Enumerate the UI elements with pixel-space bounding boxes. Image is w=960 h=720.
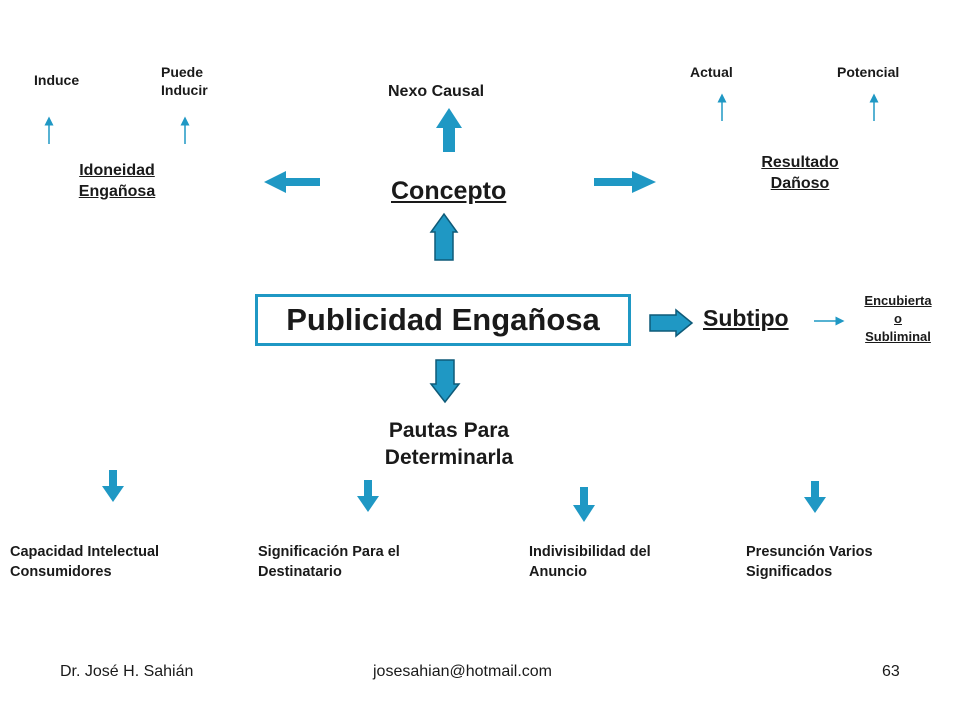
subtipo-line1: Encubierta — [864, 293, 932, 308]
arrow-down-item-3 — [573, 487, 595, 522]
resultado-danoso-label: Resultado Dañoso — [740, 153, 860, 195]
puede-line1: Puede — [161, 64, 204, 80]
pauta-item-2-line1: Significación Para el — [258, 544, 400, 560]
footer-email: josesahian@hotmail.com — [373, 663, 552, 680]
pauta-item-significacion: Significación Para el Destinatario — [258, 543, 400, 582]
arrow-left-idoneidad — [264, 171, 320, 193]
puede-line2: Inducir — [161, 81, 208, 98]
pauta-item-1-line1: Capacidad Intelectual — [10, 544, 160, 560]
block-arrow-up-concepto — [429, 212, 459, 261]
publicidad-enganosa-box: Publicidad Engañosa — [255, 294, 631, 346]
potencial-label: Potencial — [837, 64, 900, 80]
pauta-item-1-line2: Consumidores — [10, 563, 112, 580]
subtipo-line2: o — [894, 310, 902, 326]
subtipo-line3: Subliminal — [865, 328, 931, 344]
pauta-item-indivisibilidad: Indivisibilidad del Anuncio — [529, 543, 651, 582]
pauta-item-4-line2: Significados — [746, 563, 833, 580]
arrow-down-item-2 — [357, 480, 379, 512]
pauta-item-2-line2: Destinatario — [258, 563, 342, 580]
pautas-line2: Determinarla — [384, 446, 514, 470]
puede-inducir-label: Puede Inducir — [161, 64, 208, 99]
idoneidad-line1: Idoneidad — [79, 162, 155, 179]
idoneidad-enganosa-label: Idoneidad Engañosa — [62, 161, 172, 203]
pautas-line1: Pautas Para — [388, 419, 510, 442]
induce-label: Induce — [34, 72, 80, 88]
pautas-title: Pautas Para Determinarla — [364, 417, 534, 472]
pauta-item-4-line1: Presunción Varios — [746, 544, 873, 560]
arrow-right-resultado — [594, 171, 656, 193]
idoneidad-line2: Engañosa — [78, 182, 156, 200]
resultado-line2: Dañoso — [770, 174, 830, 192]
footer-page-number: 63 — [882, 663, 900, 680]
nexo-causal-label: Nexo Causal — [388, 83, 485, 100]
footer-author: Dr. José H. Sahián — [60, 663, 194, 680]
arrow-down-item-1 — [102, 470, 124, 502]
arrow-up-nexo — [436, 108, 462, 152]
encubierta-subliminal-label: Encubierta o Subliminal — [838, 292, 958, 346]
concepto-title: Concepto — [391, 177, 507, 205]
pauta-item-3-line2: Anuncio — [529, 563, 587, 580]
center-title: Publicidad Engañosa — [286, 302, 600, 337]
arrow-down-item-4 — [804, 481, 826, 513]
block-arrow-right-subtipo — [649, 308, 694, 338]
block-arrow-down-pautas — [429, 359, 461, 404]
subtipo-title: Subtipo — [703, 305, 789, 331]
resultado-line1: Resultado — [761, 154, 839, 171]
pauta-item-capacidad: Capacidad Intelectual Consumidores — [10, 543, 159, 582]
pauta-item-3-line1: Indivisibilidad del — [529, 544, 651, 560]
actual-label: Actual — [690, 64, 733, 80]
pauta-item-presuncion: Presunción Varios Significados — [746, 543, 873, 582]
